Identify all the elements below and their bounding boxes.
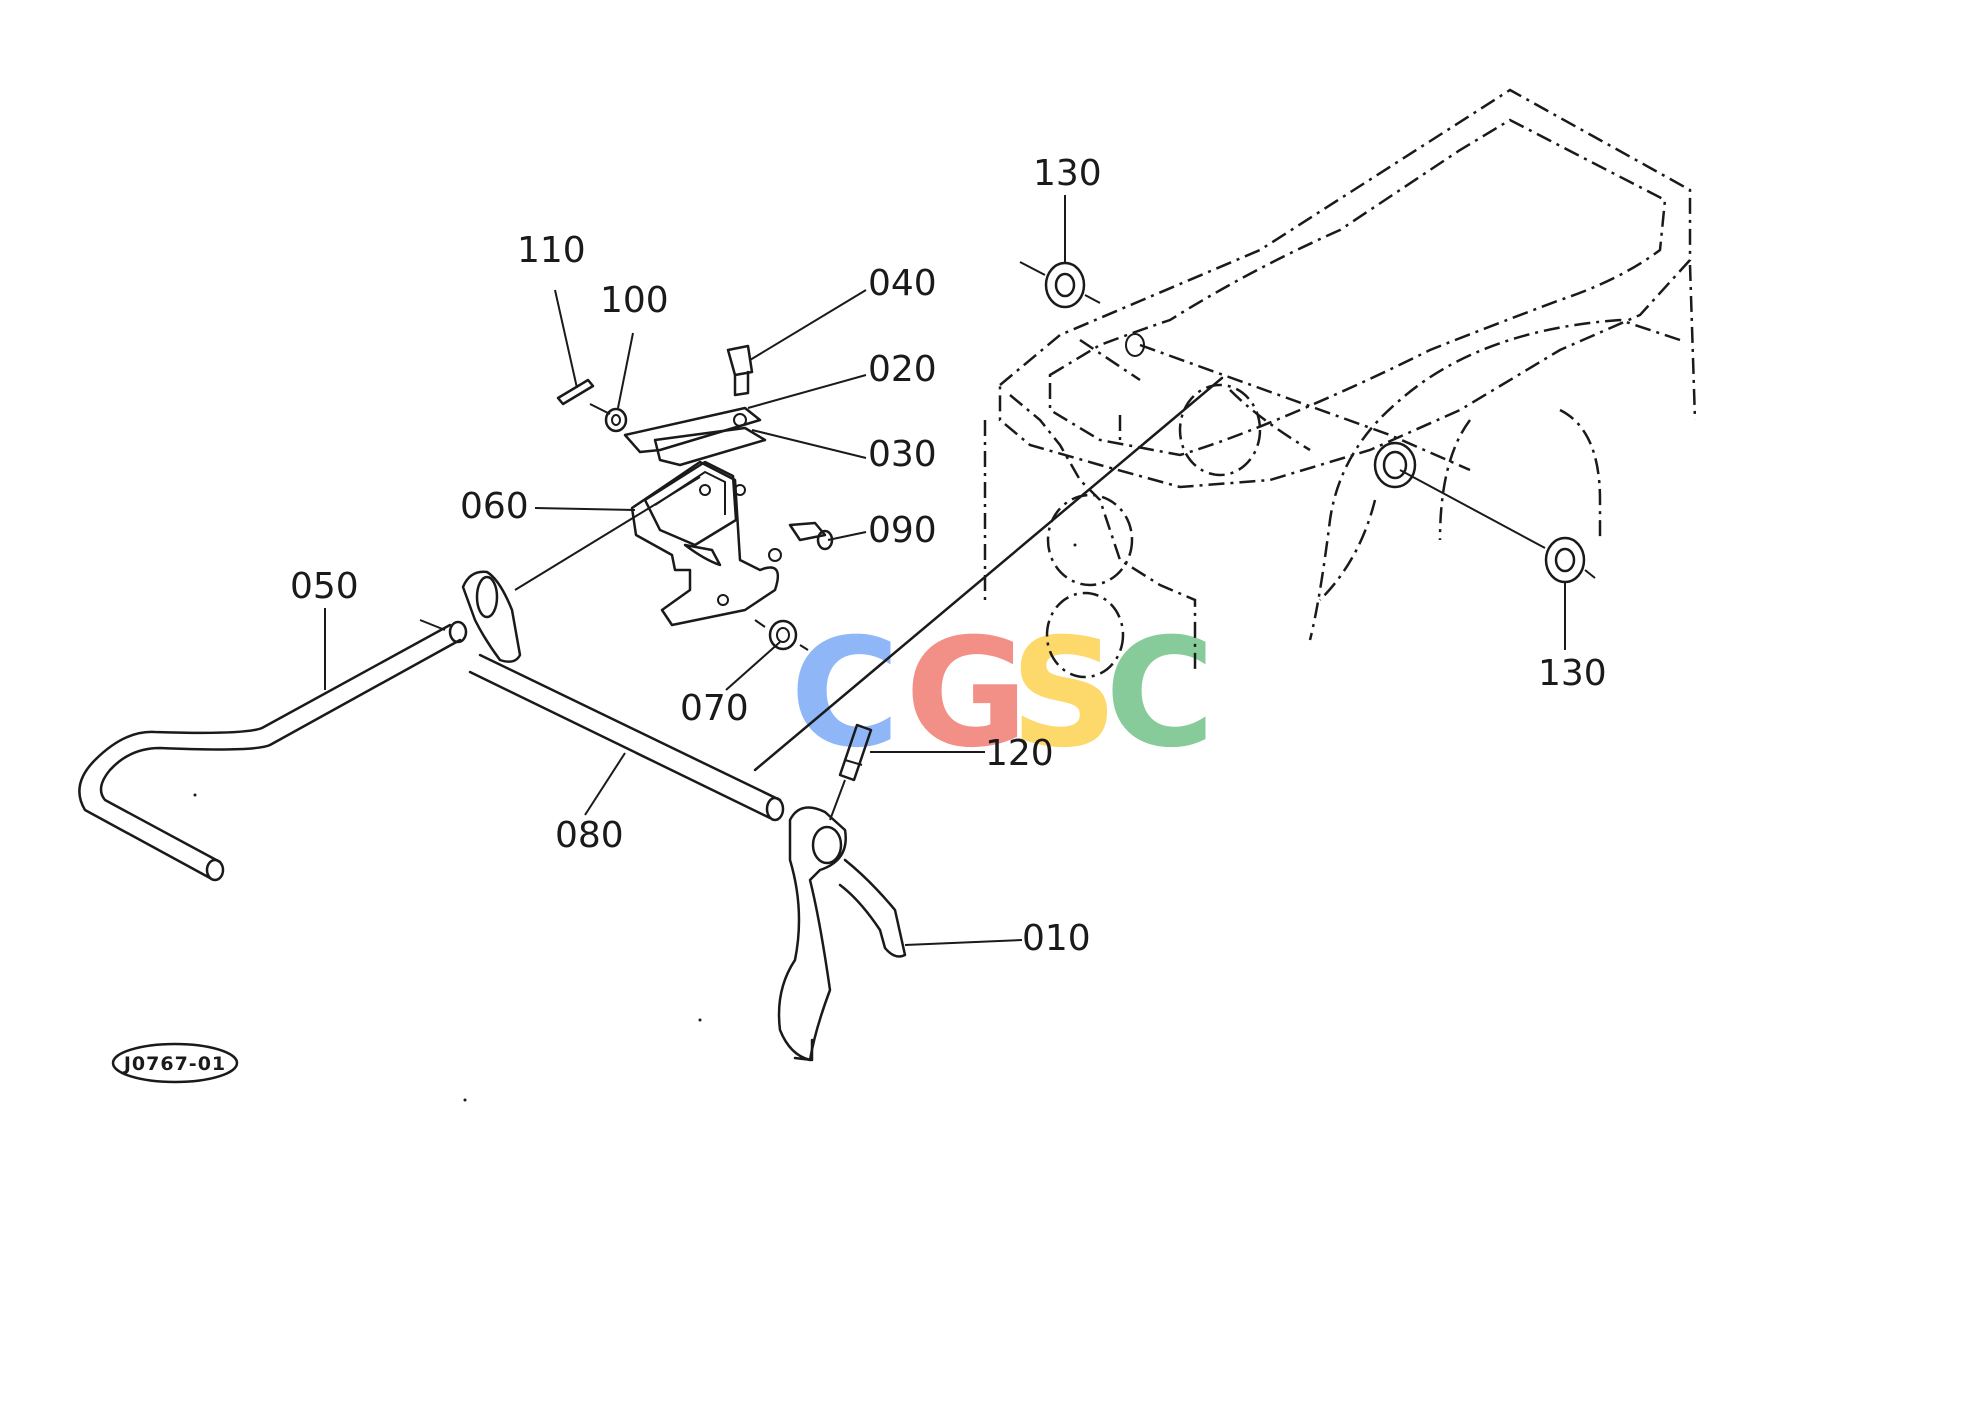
drawing-code-badge: J0767-01 xyxy=(111,1042,239,1084)
watermark: C G S C xyxy=(790,607,1215,781)
linkage-rod-part-050 xyxy=(78,619,468,882)
callout-130-top: 130 xyxy=(1033,153,1102,194)
bolt-part-090 xyxy=(788,521,834,551)
roll-pin-part-120 xyxy=(838,723,873,782)
washer-part-100 xyxy=(604,407,628,433)
drawing-code: J0767-01 xyxy=(122,1053,226,1075)
callout-070: 070 xyxy=(680,688,749,729)
assembly-lines xyxy=(514,376,1224,821)
callout-labels: 110 100 040 020 030 060 090 050 070 120 … xyxy=(290,153,1607,959)
callout-130-bottom: 130 xyxy=(1538,653,1607,694)
callout-030: 030 xyxy=(868,434,937,475)
shift-shaft-part-080 xyxy=(461,570,785,822)
callout-020: 020 xyxy=(868,349,937,390)
oil-seal-part-130-bottom xyxy=(1399,469,1596,584)
transmission-case-outline xyxy=(983,88,1697,679)
callout-050: 050 xyxy=(290,566,359,607)
callout-100: 100 xyxy=(600,280,669,321)
callout-110: 110 xyxy=(517,230,586,271)
bolt-part-040 xyxy=(726,344,754,397)
callout-120: 120 xyxy=(985,733,1054,774)
callout-040: 040 xyxy=(868,263,937,304)
plate-part-060 xyxy=(630,460,782,627)
callout-060: 060 xyxy=(460,486,529,527)
callout-090: 090 xyxy=(868,510,937,551)
leader-lines xyxy=(324,195,1566,946)
callout-010: 010 xyxy=(1022,918,1091,959)
scan-specks xyxy=(193,543,1077,1102)
callout-080: 080 xyxy=(555,815,624,856)
oil-seal-part-130-top xyxy=(1019,261,1101,309)
washer-part-070 xyxy=(754,619,809,651)
detent-spring-part-020 xyxy=(623,406,767,467)
shift-fork-part-010 xyxy=(777,806,907,1062)
watermark-letter-c2: C xyxy=(1105,607,1215,781)
watermark-letter-s: S xyxy=(1010,607,1118,781)
cotter-pin-part-110 xyxy=(556,378,611,415)
